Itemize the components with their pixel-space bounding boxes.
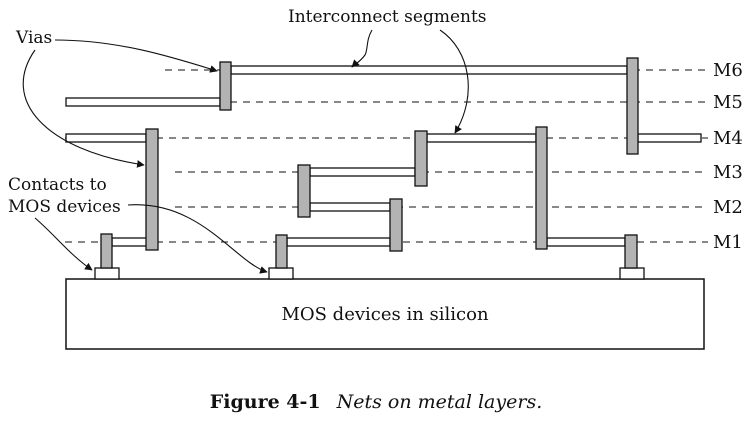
arrow-contacts-middle [127, 204, 268, 274]
contacts-label-line1: Contacts to [8, 175, 107, 195]
silicon-label: MOS devices in silicon [281, 304, 489, 325]
contact [100, 233, 113, 269]
device-pad [619, 267, 645, 280]
via-m1-m2 [389, 198, 403, 252]
wire-m4-middle [426, 133, 537, 143]
arrow-interconnect-m4 [439, 29, 469, 134]
layer-label-m2: M2 [713, 197, 743, 218]
arrow-vias-m4 [22, 49, 145, 168]
device-pad [268, 267, 294, 280]
arrow-vias-m6 [54, 39, 218, 73]
via-m5-m6 [219, 61, 232, 111]
interconnect-label: Interconnect segments [288, 7, 487, 27]
contact [275, 234, 288, 269]
wire-m4-left [65, 133, 147, 143]
arrow-contacts-left [34, 217, 93, 271]
vias-label: Vias [15, 28, 52, 48]
vias [100, 57, 639, 269]
wire-m3 [309, 167, 416, 177]
wire-m1-left [111, 237, 148, 247]
wire-m5 [65, 97, 221, 107]
caption-number: Figure 4-1 [210, 391, 321, 413]
figure-caption: Figure 4-1 Nets on metal layers. [210, 391, 542, 413]
device-pads [94, 267, 645, 280]
silicon-substrate [65, 278, 705, 350]
via-m4-m6 [626, 57, 639, 155]
via-m1-m4-left [145, 128, 159, 251]
caption-text: Nets on metal layers. [336, 391, 543, 413]
wire-m4-right [637, 133, 702, 143]
contacts-label-line2: MOS devices [8, 197, 121, 217]
layer-label-m6: M6 [713, 60, 743, 81]
layer-labels: M6 M5 M4 M3 M2 M1 [713, 60, 743, 253]
wire-m2 [309, 202, 391, 212]
callout-arrows [22, 29, 469, 274]
device-pad [94, 267, 120, 280]
via-m3-m4 [414, 130, 428, 187]
wire-m6 [230, 65, 628, 75]
via-m2-m3 [297, 164, 311, 218]
layer-guides [65, 69, 708, 243]
via-m1-m4-right [535, 126, 548, 250]
wire-m1-right [546, 237, 626, 247]
layer-label-m1: M1 [713, 232, 743, 253]
layer-label-m4: M4 [713, 128, 743, 149]
layer-label-m5: M5 [713, 92, 743, 113]
wire-m1-middle [286, 237, 391, 247]
contact [624, 234, 638, 269]
arrow-interconnect-m6 [351, 29, 373, 68]
layer-label-m3: M3 [713, 162, 743, 183]
wire-segments [65, 65, 702, 247]
